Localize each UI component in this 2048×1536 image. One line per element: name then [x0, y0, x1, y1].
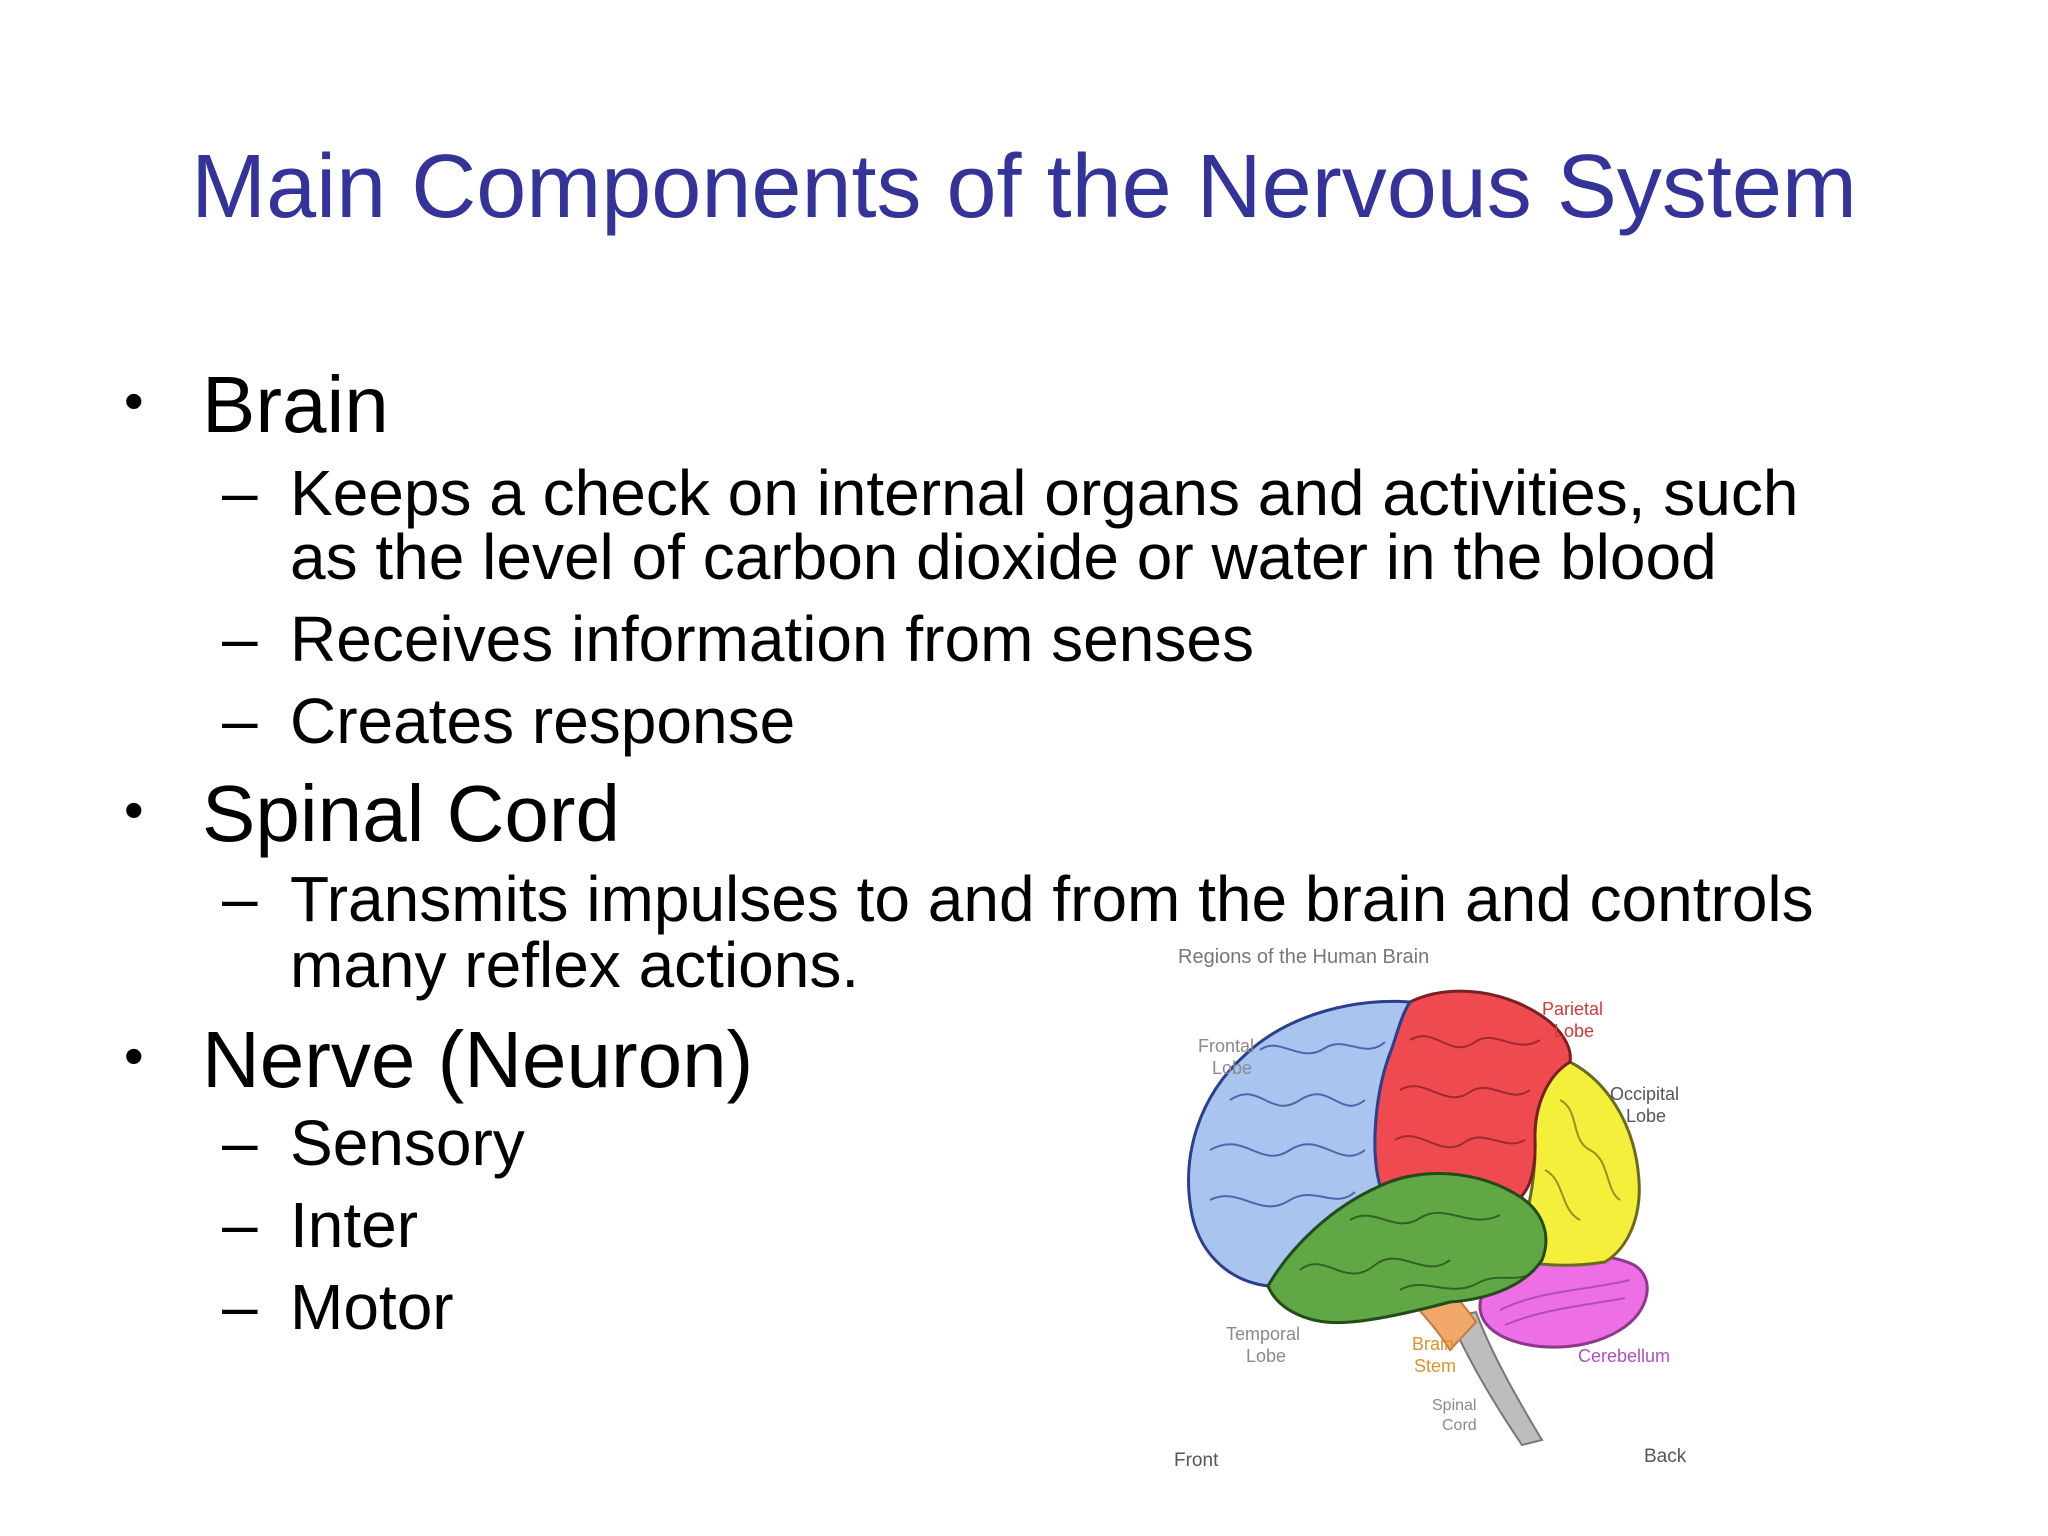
bullet-text: Nerve (Neuron) — [202, 1015, 754, 1104]
diagram-title: Regions of the Human Brain — [1178, 946, 1429, 968]
brain-regions-diagram: Regions of the Human Brain — [1174, 946, 1687, 1471]
bullet-text: Brain — [202, 360, 389, 449]
label-temporal-line2: Lobe — [1246, 1346, 1286, 1366]
sub-bullet-text-line: Sensory — [290, 1107, 525, 1179]
label-temporal-line1: Temporal — [1226, 1324, 1300, 1344]
sub-bullet-text-line: Transmits impulses to and from the brain… — [290, 863, 1814, 935]
label-frontal-line2: Lobe — [1212, 1058, 1252, 1078]
sub-bullet-text-line: many reflex actions. — [290, 929, 860, 1001]
label-occipital-line2: Lobe — [1626, 1106, 1666, 1126]
label-cerebellum: Cerebellum — [1578, 1346, 1670, 1366]
bullet-marker: • — [124, 778, 144, 841]
sub-bullet-text-line: Inter — [290, 1189, 419, 1261]
temporal-gyri-icon — [1299, 1211, 1536, 1291]
dash-marker: – — [222, 602, 258, 674]
temporal-lobe-region — [1266, 1172, 1548, 1325]
spinal-cord-region — [1448, 1310, 1544, 1447]
sub-bullet-text-line: Creates response — [290, 685, 796, 757]
label-parietal-line2: Lobe — [1554, 1021, 1594, 1041]
frontal-gyri-icon — [1209, 1041, 1386, 1208]
dash-marker: – — [222, 1188, 258, 1260]
sub-bullet-text-line: Motor — [290, 1271, 454, 1343]
label-spinal-cord-line1: Spinal — [1432, 1397, 1476, 1414]
slide-title: Main Components of the Nervous System — [191, 137, 1857, 237]
label-brain-stem-line1: Brain — [1412, 1334, 1454, 1354]
dash-marker: – — [222, 684, 258, 756]
dash-marker: – — [222, 862, 258, 934]
frontal-lobe-region — [1187, 999, 1413, 1288]
dash-marker: – — [222, 456, 258, 528]
bullet-marker: • — [124, 1024, 144, 1087]
label-occipital-line1: Occipital — [1610, 1084, 1679, 1104]
label-parietal-line1: Parietal — [1542, 999, 1603, 1019]
sub-bullet-text-line: as the level of carbon dioxide or water … — [290, 521, 1717, 593]
label-spinal-cord-line2: Cord — [1442, 1417, 1477, 1434]
label-brain-stem-line2: Stem — [1414, 1356, 1456, 1376]
sub-bullet-text-line: Keeps a check on internal organs and act… — [290, 457, 1799, 529]
label-frontal-line1: Frontal — [1198, 1036, 1254, 1056]
dash-marker: – — [222, 1270, 258, 1342]
parietal-gyri-icon — [1394, 1035, 1541, 1149]
bullet-marker: • — [124, 369, 144, 432]
label-back: Back — [1644, 1446, 1687, 1467]
dash-marker: – — [222, 1106, 258, 1178]
label-front: Front — [1174, 1450, 1219, 1471]
sub-bullet-text-line: Receives information from senses — [290, 603, 1254, 675]
occipital-gyri-icon — [1544, 1099, 1621, 1221]
bullet-text: Spinal Cord — [202, 769, 621, 858]
cerebellum-folds-icon — [1499, 1279, 1631, 1326]
